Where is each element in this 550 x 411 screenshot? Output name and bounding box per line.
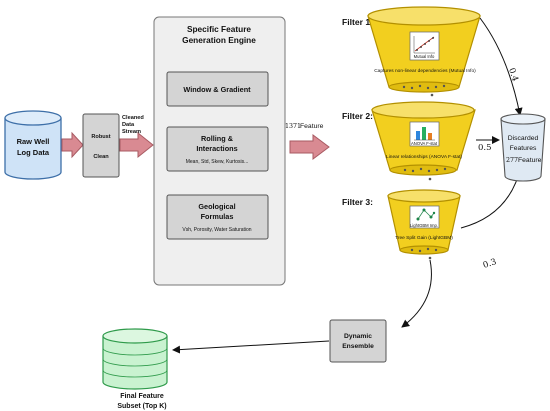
filter-1-label: Filter 1: — [342, 17, 373, 27]
discarded-count-label: Feature — [518, 157, 542, 164]
discarded-label-line1: Discarded — [508, 135, 539, 142]
filter-1-funnel: Mutual Info Captures non-linear dependen… — [367, 6, 481, 97]
arrow-label-line3: Stream — [122, 129, 141, 135]
preprocess-robust-label: Robust — [91, 134, 110, 140]
filter-3-funnel: LightGBM Imp. Tree Split Gain (LightGBM) — [387, 189, 461, 260]
filter-3-caption: Tree Split Gain (LightGBM) — [395, 235, 453, 241]
arrow-filter-to-ensemble — [401, 259, 432, 328]
arrow-engine-to-filters — [289, 134, 330, 160]
filter-2-caption: Linear relationships (ANOVA F-stat) — [386, 154, 462, 160]
discard-ratio-3: 0.3 — [482, 257, 498, 271]
filter-1-chart-title: Mutual Info — [414, 54, 435, 59]
engine-title-line2: Generation Engine — [182, 35, 256, 45]
engine-box-geological-formulas: Geological Formulas Vsh, Porosity, Water… — [166, 194, 269, 240]
feature-count-number: 1371 — [285, 123, 301, 130]
arrow-label-line1: Cleaned — [122, 115, 144, 121]
filter-3-label: Filter 3: — [342, 197, 373, 207]
dynamic-ensemble-box: Dynamic Ensemble — [329, 319, 387, 363]
engine-box-rolling-interactions: Rolling & Interactions Mean, Std, Skew, … — [166, 126, 269, 172]
filter-2-chart: ANOVA F-stat — [409, 121, 440, 147]
arrow-preprocess-to-engine — [119, 131, 154, 159]
engine-box-1-title: Window & Gradient — [183, 85, 251, 94]
arrow-ensemble-to-final — [172, 340, 330, 354]
engine-box-2-title-line2: Interactions — [196, 144, 237, 153]
final-subset-database: Final Feature Subset (Top K) — [102, 328, 168, 410]
discard-ratio-1: 0.4 — [506, 67, 520, 83]
discard-arrow-filter-1 — [479, 17, 523, 116]
filter-3-chart: LightGBM Imp. — [409, 205, 440, 229]
discarded-count-number: 277 — [506, 157, 518, 164]
raw-data-database: Raw Well Log Data — [4, 110, 62, 180]
engine-box-3-subtitle: Vsh, Porosity, Water Saturation — [182, 227, 251, 233]
preprocess-clean-label: Clean — [93, 154, 109, 160]
ensemble-label-line1: Dynamic — [344, 333, 372, 340]
filter-2-particles — [403, 167, 447, 181]
final-label-line1: Final Feature — [120, 393, 164, 400]
filter-2-chart-title: ANOVA F-stat — [411, 141, 438, 146]
arrow-label-line2: Data — [122, 122, 135, 128]
discarded-features-bin: Discarded Features 277 Feature — [500, 113, 546, 182]
engine-box-3-title-line1: Geological — [198, 202, 235, 211]
filter-1-chart: Mutual Info — [409, 31, 440, 61]
filter-1-caption: Captures non-linear dependencies (Mutual… — [374, 68, 476, 74]
filter-2-funnel: ANOVA F-stat Linear relationships (ANOVA… — [371, 101, 476, 181]
filter-3-particles — [410, 247, 438, 260]
discard-ratio-2: 0.5 — [478, 143, 492, 153]
engine-box-2-subtitle: Mean, Std, Skew, Kurtosis... — [186, 159, 249, 165]
final-label-line2: Subset (Top K) — [117, 403, 166, 410]
filter-3-chart-title: LightGBM Imp. — [410, 223, 438, 228]
ensemble-label-line2: Ensemble — [342, 343, 374, 350]
engine-box-2-title-line1: Rolling & — [201, 134, 234, 143]
discarded-label-line2: Features — [510, 145, 537, 152]
filter-2-label: Filter 2: — [342, 111, 373, 121]
preprocess-box: Robust Clean — [82, 113, 120, 178]
filter-1-particles — [402, 84, 446, 97]
raw-data-label-line2: Log Data — [17, 148, 50, 157]
raw-data-label-line1: Raw Well — [17, 137, 50, 146]
engine-box-window-gradient: Window & Gradient — [166, 71, 269, 107]
engine-title-line1: Specific Feature — [187, 24, 251, 34]
engine-box-3-title-line2: Formulas — [201, 212, 234, 221]
feature-count-label: Feature — [300, 123, 324, 130]
feature-engine-panel: Specific Feature Generation Engine Windo… — [153, 16, 286, 286]
arrow-raw-to-preprocess — [61, 131, 84, 159]
